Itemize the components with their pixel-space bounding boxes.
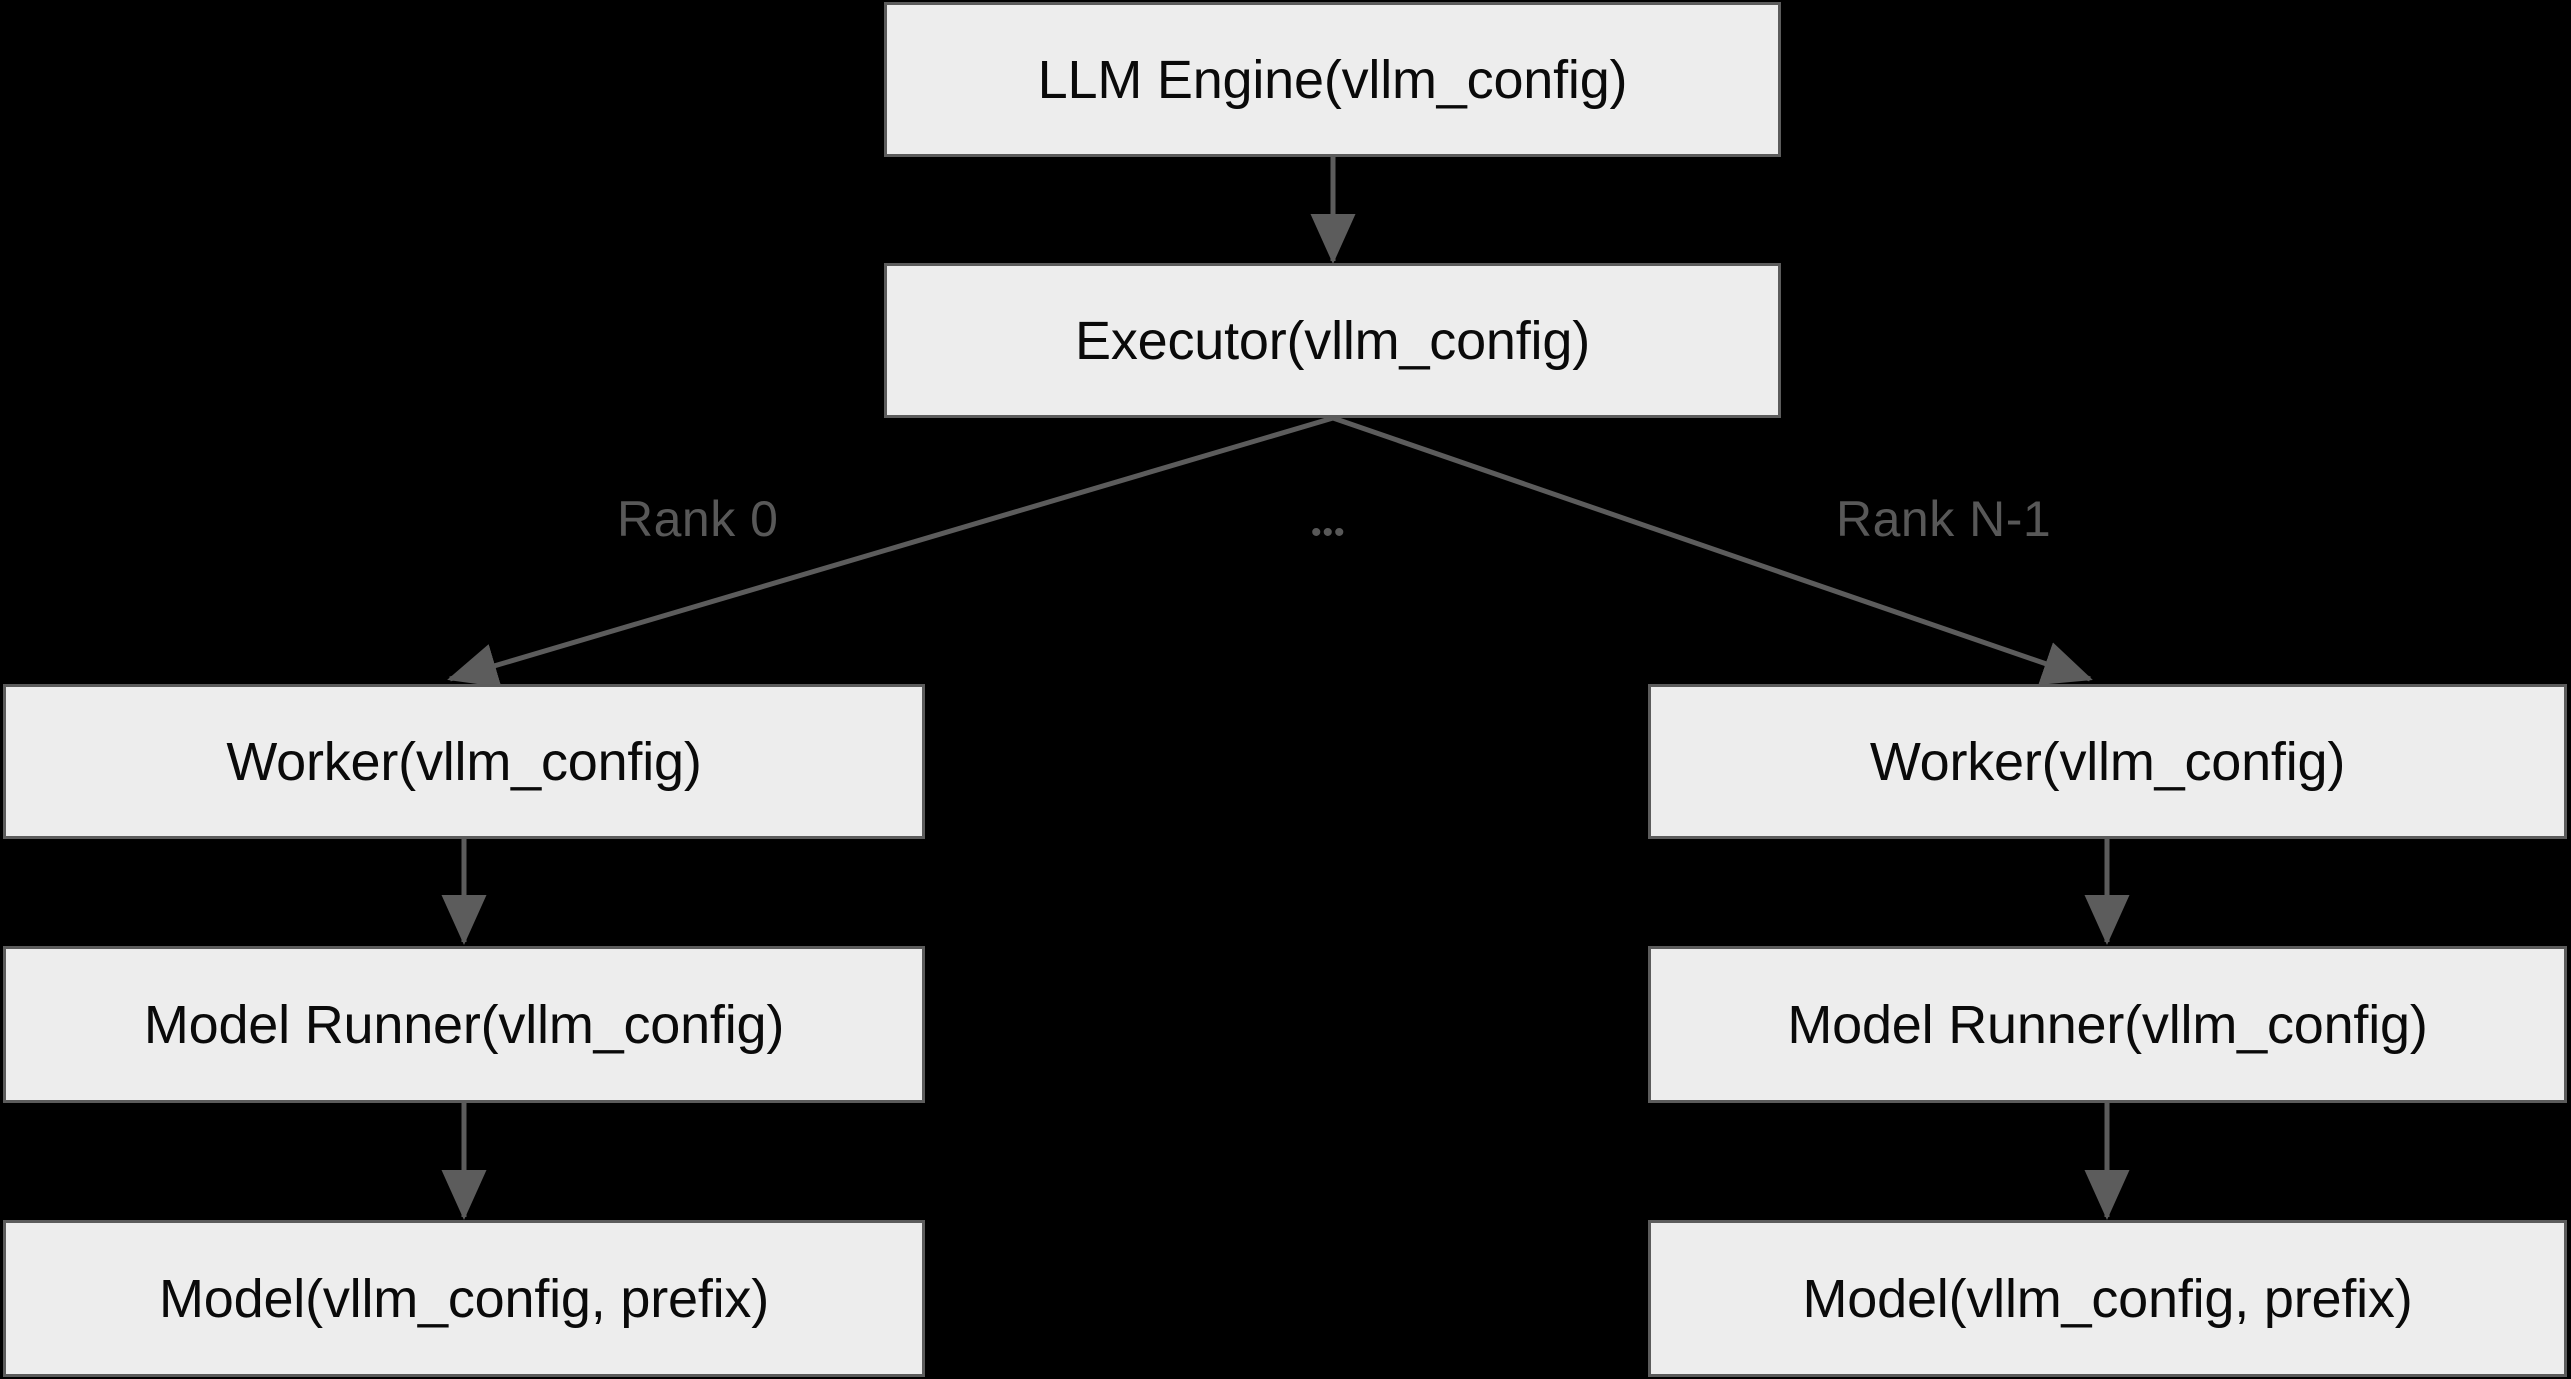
ellipsis-label: ••• (1311, 516, 1346, 549)
node-llm-engine[interactable]: LLM Engine(vllm_config) (884, 2, 1781, 157)
node-worker-rank-n-1[interactable]: Worker(vllm_config) (1648, 684, 2567, 839)
node-executor[interactable]: Executor(vllm_config) (884, 263, 1781, 418)
edge-executor-to-worker-rank0 (447, 415, 1334, 688)
node-model-runner-rank0[interactable]: Model Runner(vllm_config) (3, 946, 925, 1103)
node-model-rank0[interactable]: Model(vllm_config, prefix) (3, 1220, 925, 1377)
edge-label-rank-n-1: Rank N-1 (1836, 491, 2052, 547)
edge-executor-to-worker-rankn (1332, 415, 2093, 685)
edge-label-rank-0: Rank 0 (617, 491, 779, 547)
node-model-rank-n-1[interactable]: Model(vllm_config, prefix) (1648, 1220, 2567, 1377)
node-worker-rank0[interactable]: Worker(vllm_config) (3, 684, 925, 839)
node-model-runner-rank-n-1[interactable]: Model Runner(vllm_config) (1648, 946, 2567, 1103)
